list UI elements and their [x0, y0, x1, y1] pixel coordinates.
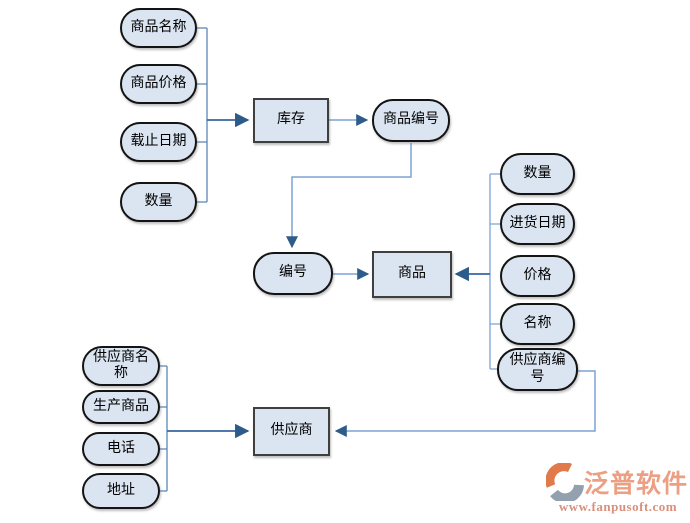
- arrow-product-no-to-no: [286, 143, 412, 249]
- key-oval-product-no: 商品编号: [372, 99, 450, 142]
- watermark-brand-text: 泛普软件: [584, 471, 689, 498]
- attr-oval-phone: 电话: [82, 432, 160, 466]
- entity-supplier: 供应商: [253, 407, 330, 456]
- inventory-attr-bus: [197, 27, 208, 203]
- watermark-url-text: www.fanpusoft.com: [558, 499, 678, 514]
- supplier-attr-bus: [160, 365, 168, 492]
- attr-oval-deadline-date: 载止日期: [120, 122, 197, 162]
- attr-oval-inventory-quantity: 数量: [120, 182, 197, 222]
- attr-oval-supplier-no: 供应商编号: [497, 348, 578, 391]
- attr-oval-price: 价格: [500, 255, 575, 297]
- watermark-top-row: 泛普软件: [546, 463, 690, 501]
- entity-inventory: 库存: [253, 98, 329, 143]
- attr-oval-purchase-date: 进货日期: [500, 203, 575, 245]
- fanpusoft-logo-icon: [546, 463, 584, 501]
- attr-oval-address: 地址: [82, 473, 160, 509]
- attr-oval-product-price: 商品价格: [120, 64, 197, 104]
- entity-product: 商品: [372, 251, 452, 298]
- attr-oval-name: 名称: [500, 303, 575, 345]
- key-oval-no: 编号: [253, 252, 333, 295]
- attr-oval-product-name: 商品名称: [120, 8, 197, 48]
- fanpusoft-watermark: 泛普软件 www.fanpusoft.com: [546, 463, 690, 515]
- product-attr-bus: [489, 173, 500, 370]
- attr-oval-produce-product: 生产商品: [82, 390, 160, 424]
- attr-oval-supplier-name: 供应商名称: [82, 346, 160, 386]
- attr-oval-quantity: 数量: [500, 153, 575, 195]
